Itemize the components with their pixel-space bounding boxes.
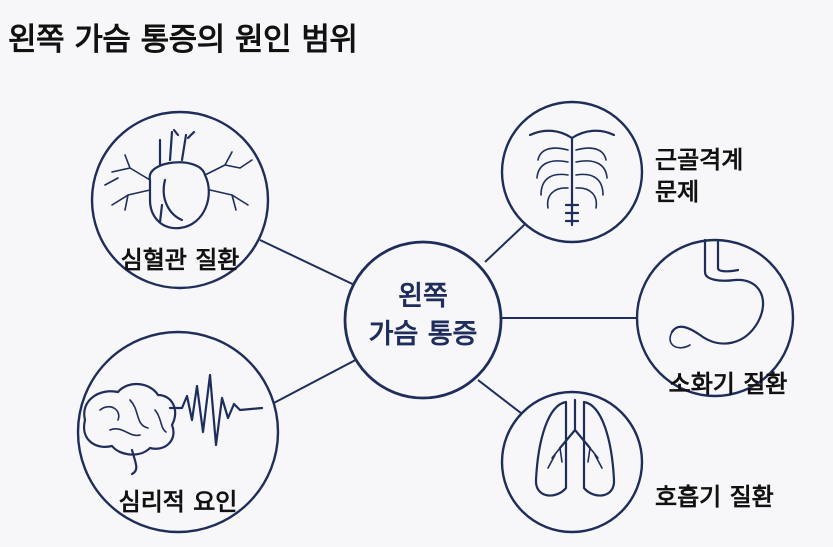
center-label-line2: 가슴 통증 [369, 319, 478, 350]
node-center: 왼쪽 가슴 통증 [343, 240, 503, 400]
lungs-icon [534, 398, 616, 497]
node-musculo: 근골격계 문제 [500, 100, 743, 244]
node-digestive-label: 소화기 질환 [669, 370, 788, 398]
node-cardio: 심혈관 질환 [90, 110, 270, 290]
pulse-wave-icon [168, 373, 264, 447]
center-label-line1: 왼쪽 [398, 281, 448, 312]
node-musculo-label-line1: 근골격계 [655, 146, 743, 174]
node-cardio-label: 심혈관 질환 [121, 246, 240, 274]
connectors [259, 209, 640, 421]
heart-icon [104, 128, 253, 230]
ribcage-icon [528, 129, 616, 227]
node-respiratory: 호흡기 질환 [500, 390, 774, 534]
node-psych-circle [76, 330, 280, 534]
node-digestive-circle [635, 238, 795, 398]
node-respiratory-label: 호흡기 질환 [655, 483, 774, 511]
connector-cardio [259, 239, 366, 291]
node-psych-label: 심리적 요인 [119, 488, 238, 516]
node-center-circle [343, 240, 503, 400]
brain-icon [82, 383, 177, 476]
node-cardio-circle [90, 110, 270, 290]
node-respiratory-circle [500, 390, 644, 534]
connector-psych [269, 354, 366, 406]
node-digestive: 소화기 질환 [635, 238, 795, 398]
node-musculo-label-line2: 문제 [655, 178, 699, 206]
node-psych: 심리적 요인 [76, 330, 280, 534]
page-title: 왼쪽 가슴 통증의 원인 범위 [8, 22, 358, 58]
stomach-icon [669, 238, 765, 349]
